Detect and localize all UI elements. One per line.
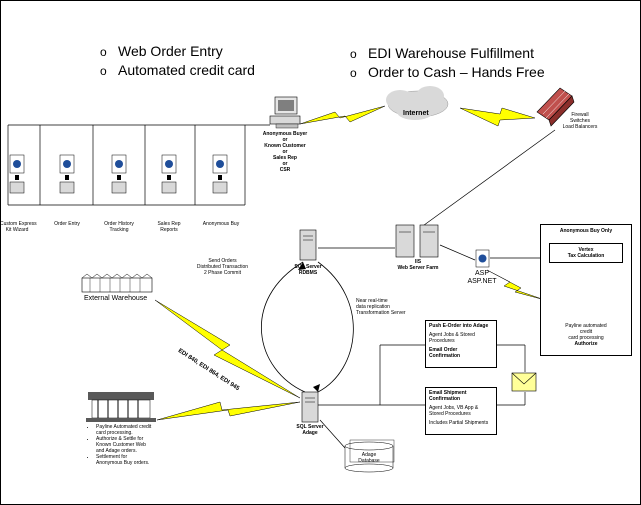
push-eorder-box: Push E-Order into Adage Agent Jobs & Sto… xyxy=(425,320,497,368)
web-app-icons xyxy=(9,154,228,194)
warehouse-shape xyxy=(81,273,153,293)
payline-left-notes: Payline Automated credit card processing… xyxy=(88,424,154,466)
asp-page-shape xyxy=(475,249,490,268)
sql-rdbms-server-shape xyxy=(299,229,317,261)
external-warehouse-label: External Warehouse xyxy=(84,295,148,302)
email-shipment-box: Email Shipment Confirmation Agent Jobs, … xyxy=(425,387,497,435)
send-orders-arc xyxy=(260,261,306,393)
lightning-internet-firewall xyxy=(459,107,536,127)
replication-arc xyxy=(317,261,354,393)
payline-note-2: Authorize & Settle for Known Customer We… xyxy=(96,436,154,454)
anonymous-buy-title: Anonymous Buy Only xyxy=(559,228,613,234)
adage-database-shape xyxy=(344,439,395,473)
vertex-box: Vertex Tax Calculation xyxy=(549,243,623,263)
firewall-iis-line xyxy=(419,129,556,229)
lightning-buyer-internet xyxy=(299,105,386,125)
lightning-payline-adage xyxy=(156,401,301,421)
sql-adage-server-shape xyxy=(301,391,319,423)
payline-note-1: Payline Automated credit card processing… xyxy=(96,424,154,436)
lightning-edi xyxy=(154,299,301,399)
app-label-order-entry: Order Entry xyxy=(54,221,80,227)
iis-servers-shape xyxy=(395,224,439,258)
firewall-shape xyxy=(536,83,575,127)
payline-right-label: Payline automated credit card processing… xyxy=(565,323,607,347)
buyer-computer-shape xyxy=(269,96,301,129)
payline-note-3: Settlement for Anonymous Buy orders. xyxy=(96,454,154,466)
email-envelope-shape xyxy=(511,372,537,392)
internet-cloud-shape xyxy=(386,86,449,120)
bank-building-shape-left xyxy=(86,392,156,422)
app-label-anonymous-buy: Anonymous Buy xyxy=(202,221,240,227)
internet-label: Internet xyxy=(403,110,429,117)
anonymous-buy-box: Anonymous Buy Only Vertex Tax Calculatio… xyxy=(540,224,632,356)
